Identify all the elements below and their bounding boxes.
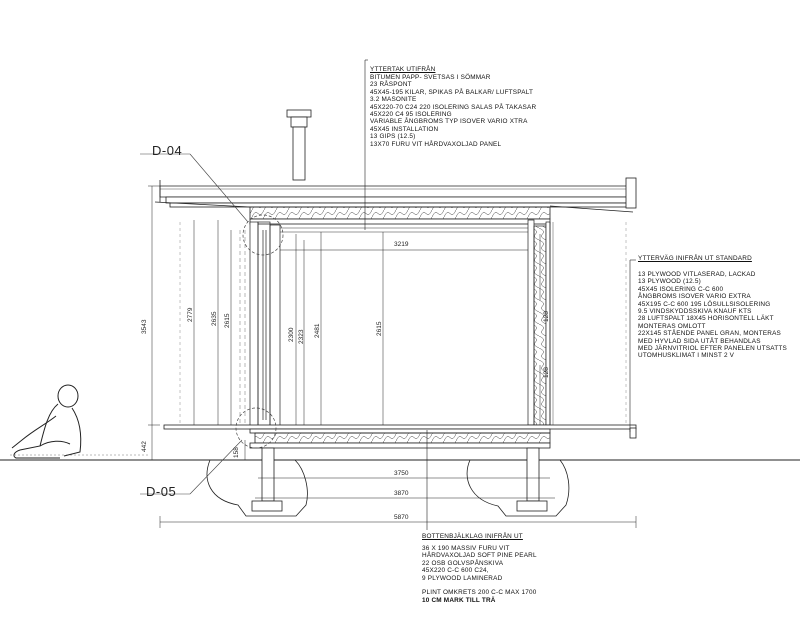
roof-note-heading: YTTERTAK UTIFRÅN	[370, 66, 436, 73]
detail-tag-d04: D-04	[152, 143, 183, 158]
dim-128a: 128	[543, 311, 550, 322]
wall-note-line: ÅNGBROMS ISOVER VARIO EXTRA	[638, 293, 751, 301]
roof-note: YTTERTAK UTIFRÅN BITUMEN PAPP- SVETSAS I…	[370, 66, 536, 148]
floor-note-line: HÅRDVAXOLJAD SOFT PINE PEARL	[422, 552, 537, 560]
wall-note-line: MED JÄRNVITRIOL EFTER PANELEN UTSATTS	[638, 345, 787, 353]
person-figure	[11, 384, 82, 459]
dim-2635: 2635	[211, 311, 218, 326]
dim-step: 158	[233, 447, 240, 458]
wall-note-line: 22X145 STÅENDE PANEL GRAN, MONTERAS	[638, 330, 782, 338]
detail-tag-d05: D-05	[146, 484, 177, 499]
left-wall-window	[239, 221, 281, 429]
floor-note-line	[422, 582, 537, 589]
roof-note-line: 13 GIPS (12.5)	[370, 133, 416, 141]
roof-note-line: BITUMEN PAPP- SVETSAS I SÖMMAR	[370, 74, 491, 81]
roof-note-line: 13X70 FURU VIT HÅRDVAXOLJAD PANEL	[370, 140, 502, 148]
dim-plinth-height: 442	[141, 441, 148, 452]
roof-note-line: 3.2 MASONITE	[370, 96, 417, 104]
floor-note-line: PLINT OMKRETS 200 C-C MAX 1700	[422, 589, 537, 597]
roof-note-line: 23 RÅSPONT	[370, 81, 412, 89]
dim-128b: 128	[543, 367, 550, 378]
wall-note-line: 45X195 C-C 600 195 LÖSULLSISOLERING	[638, 300, 771, 308]
floor-note-line: 36 X 190 MASSIV FURU VIT	[422, 545, 510, 552]
roof-note-line: 45X45-195 KILAR, SPIKAS PÅ BALKAR/ LUFTS…	[370, 88, 534, 96]
dim-2615b: 2615	[376, 321, 383, 336]
roof-note-line: 45X220 C4 95 ISOLERING	[370, 111, 452, 119]
wall-note-line: 45X45 ISOLERING C-C 600	[638, 285, 724, 293]
chimney	[286, 109, 312, 181]
foundation	[206, 447, 570, 517]
dim-2323: 2323	[298, 329, 305, 344]
dim-2300: 2300	[288, 327, 295, 342]
roof-note-line: VARIABLE ÅNGBROMS TYP ISOVER VARIO XTRA	[370, 118, 528, 126]
floor-note: BOTTENBJÄLKLAG INIFRÅN UT 36 X 190 MASSI…	[422, 533, 537, 604]
wall-note-line: MONTERAS OMLOTT	[638, 322, 706, 330]
dim-floor-width: 3750	[394, 470, 409, 477]
dim-total-height: 3543	[141, 319, 148, 334]
dim-total-width: 5870	[394, 514, 409, 521]
wall-note-line: 13 PLYWOOD VITLASERAD, LACKAD	[638, 271, 756, 278]
right-wall-section	[527, 219, 554, 428]
floor-note-last-line: 10 CM MARK TILL TRÄ	[422, 596, 496, 604]
floor-note-line: 45X220 C-C 600 C24,	[422, 567, 489, 575]
floor-note-line: 9 PLYWOOD LAMINERAD	[422, 574, 503, 582]
floor-section	[163, 424, 637, 449]
wall-note-heading: YTTERVÄG INIFRÅN UT STANDARD	[638, 255, 752, 262]
detail-circle-bottom	[235, 407, 277, 449]
floor-note-line: 22 OSB GOLVSPÅNSKIVA	[422, 559, 504, 567]
roof-note-line: 45X220-70 C24 220 ISOLERING SALAS PÅ TAK…	[370, 103, 537, 111]
wall-note-line: 13 PLYWOOD (12.5)	[638, 278, 701, 286]
dim-inner-width: 3219	[394, 241, 409, 248]
roof-section	[154, 177, 637, 225]
dim-2615a: 2615	[224, 313, 231, 328]
wall-note-line: UTOMHUSKLIMAT I MINST 2 V	[638, 352, 735, 360]
wall-note-line: MED HYVLAD SIDA UTÅT BEHANDLAS	[638, 337, 761, 345]
roof-note-line: 45X45 INSTALLATION	[370, 125, 439, 133]
dim-2779: 2779	[187, 307, 194, 322]
dim-outer-width: 3870	[394, 490, 409, 497]
dim-2481: 2481	[314, 323, 321, 338]
wall-note-line: 9.5 VINDSKYDDSSKIVA KNAUF KTS	[638, 308, 752, 316]
detail-circle-top	[242, 214, 284, 256]
wall-note: YTTERVÄG INIFRÅN UT STANDARD 13 PLYWOOD …	[638, 255, 787, 360]
wall-note-line: 28 LUFTSPALT 18X45 HORISONTELL LÄKT	[638, 315, 774, 323]
floor-note-heading: BOTTENBJÄLKLAG INIFRÅN UT	[422, 533, 523, 540]
